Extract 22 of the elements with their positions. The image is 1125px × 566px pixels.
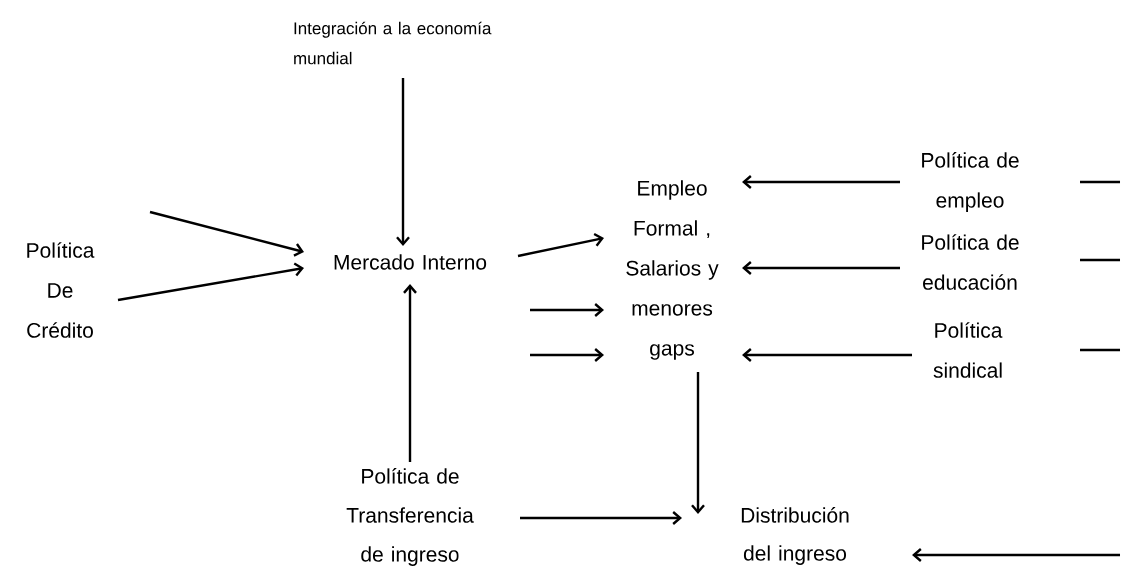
text-label: Política de empleo: [922, 152, 1019, 212]
arrow: [912, 548, 1120, 562]
arrow: [396, 78, 410, 246]
arrow: [530, 303, 604, 317]
arrow: [742, 348, 912, 362]
arrow: [517, 232, 604, 258]
text-label: Política de Transferencia de ingreso: [346, 468, 474, 566]
arrow: [117, 262, 304, 302]
arrow: [403, 284, 417, 462]
text-label: Empleo Formal , Salarios y menores gaps: [626, 180, 719, 360]
text-label: Mercado Interno: [334, 254, 487, 270]
text-label: Integración a la economía mundial: [294, 21, 492, 65]
arrow: [520, 511, 682, 525]
arrow: [149, 210, 304, 257]
arrow: [691, 372, 705, 514]
text-label: Política De Crédito: [27, 242, 95, 338]
text-label: Política de educación: [922, 234, 1019, 290]
arrow: [742, 175, 900, 189]
arrow: [530, 348, 604, 362]
text-label: Política sindical: [933, 322, 1003, 378]
arrow: [742, 261, 900, 275]
text-label: Distribución del ingreso: [741, 507, 849, 565]
